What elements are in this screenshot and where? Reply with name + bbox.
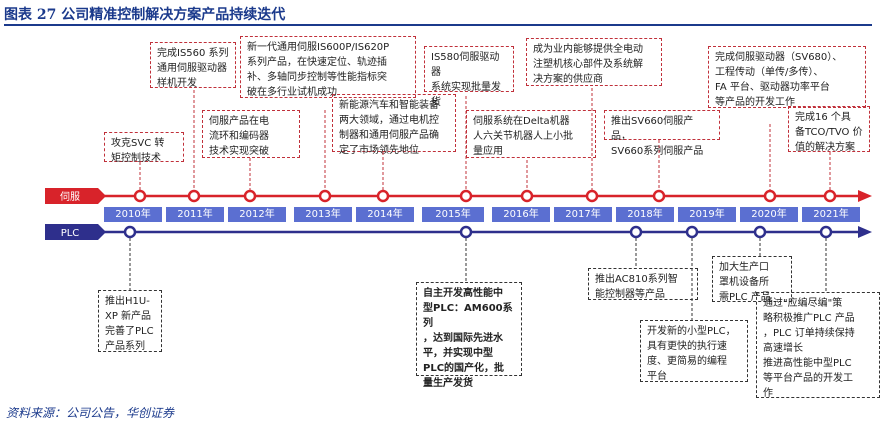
event-text: 开发新的小型PLC， 具有更快的执行速 度、更简易的编程 平台 <box>647 326 736 382</box>
page-title: 图表 27 公司精准控制解决方案产品持续迭代 <box>4 7 286 23</box>
year-label: 2021年 <box>802 207 860 222</box>
servo-row-label: 伺服 <box>60 190 80 203</box>
plc-event-2015: 自主开发高性能中 型PLC：AM600系列 ，达到国际先进水 平，并实现中型 P… <box>416 282 522 389</box>
plc-event-2010: 推出H1U- XP 新产品 完善了PLC 产品系列 <box>98 290 162 352</box>
plc-event-2018: 推出AC810系列智 能控制器等产品 <box>588 268 698 300</box>
servo-event-2014: 新能源汽车和智能装备 两大领域，通过电机控 制器和通用伺服产品确 定了市场领先地… <box>332 94 456 156</box>
plc-row-label: PLC <box>61 228 80 239</box>
servo-point-2014 <box>376 189 390 203</box>
plc-point-2019 <box>685 225 699 239</box>
event-text: IS580伺服驱动器 系统实现批量发 货 <box>431 52 501 108</box>
source-note: 资料来源：公司公告，华创证券 <box>6 406 175 420</box>
event-text: 自主开发高性能中 型PLC：AM600系列 ，达到国际先进水 平，并实现中型 P… <box>423 288 513 389</box>
year-label: 2018年 <box>616 207 674 222</box>
servo-event-2020: 完成伺服驱动器（SV680）、 工程传动（单传/多传）、 FA 平台、驱动器功率… <box>708 46 866 108</box>
servo-event-2017: 成为业内能够提供全电动 注塑机核心部件及系统解 决方案的供应商 <box>526 38 662 86</box>
plc-event-2020: 加大生产口 罩机设备所 需PLC 产品 <box>712 256 792 303</box>
event-text: 新能源汽车和智能装备 两大领域，通过电机控 制器和通用伺服产品确 定了市场领先地… <box>339 100 439 156</box>
servo-point-2017 <box>585 189 599 203</box>
servo-point-2016 <box>520 189 534 203</box>
servo-arrow-head <box>858 190 872 202</box>
plc-event-2019: 开发新的小型PLC， 具有更快的执行速 度、更简易的编程 平台 <box>640 320 748 382</box>
plc-point-2021 <box>819 225 833 239</box>
title-rule <box>4 24 872 26</box>
year-label: 2020年 <box>740 207 798 222</box>
servo-point-2018 <box>652 189 666 203</box>
servo-event-2015: IS580伺服驱动器 系统实现批量发 货 <box>424 46 514 108</box>
year-label: 2014年 <box>356 207 414 222</box>
servo-event-2016: 伺服系统在Delta机器 人六关节机器人上小批 量应用 <box>466 110 596 158</box>
plc-point-2010 <box>123 225 137 239</box>
event-text: 加大生产口 罩机设备所 需PLC 产品 <box>719 262 771 303</box>
event-text: 攻克SVC 转 矩控制技术 <box>111 138 165 164</box>
year-label: 2011年 <box>166 207 224 222</box>
servo-point-2013 <box>318 189 332 203</box>
servo-event-2010: 攻克SVC 转 矩控制技术 <box>104 132 184 164</box>
plc-point-2015 <box>459 225 473 239</box>
servo-event-2012: 伺服产品在电 流环和编码器 技术实现突破 <box>202 110 300 158</box>
servo-row-label-bg <box>45 188 106 204</box>
servo-point-2021 <box>823 189 837 203</box>
servo-event-2021: 完成16 个具 备TCO/TVO 价 值的解决方案 <box>788 106 870 153</box>
servo-point-2011 <box>187 189 201 203</box>
year-label: 2017年 <box>554 207 612 222</box>
servo-event-2018: 推出SV660伺服产品， SV660系列伺服产品 <box>604 110 720 157</box>
servo-event-2013: 新一代通用伺服IS600P/IS620P 系列产品，在快速定位、轨迹插 补、多轴… <box>240 36 416 98</box>
event-text: 成为业内能够提供全电动 注塑机核心部件及系统解 决方案的供应商 <box>533 44 643 85</box>
year-label: 2016年 <box>492 207 550 222</box>
plc-point-2020 <box>753 225 767 239</box>
event-text: 推出AC810系列智 能控制器等产品 <box>595 274 678 300</box>
event-text: 推出SV660伺服产品， SV660系列伺服产品 <box>611 116 704 157</box>
year-label: 2019年 <box>678 207 736 222</box>
year-label: 2012年 <box>228 207 286 222</box>
plc-point-2018 <box>629 225 643 239</box>
servo-point-2010 <box>133 189 147 203</box>
event-text: 完成IS560 系列 通用伺服驱动器 样机开发 <box>157 48 229 89</box>
servo-event-2011: 完成IS560 系列 通用伺服驱动器 样机开发 <box>150 42 236 89</box>
event-text: 通过"应编尽编"策 略积极推广PLC 产品 ，PLC 订单持续保持 高速增长 推… <box>763 298 855 399</box>
servo-point-2015 <box>459 189 473 203</box>
year-label: 2015年 <box>422 207 484 222</box>
servo-point-2020 <box>763 189 777 203</box>
event-text: 推出H1U- XP 新产品 完善了PLC 产品系列 <box>105 296 154 352</box>
servo-point-2012 <box>243 189 257 203</box>
year-label: 2013年 <box>294 207 352 222</box>
event-text: 完成16 个具 备TCO/TVO 价 值的解决方案 <box>795 112 863 153</box>
year-label: 2010年 <box>104 207 162 222</box>
plc-row-label-bg <box>45 224 106 240</box>
plc-event-2021: 通过"应编尽编"策 略积极推广PLC 产品 ，PLC 订单持续保持 高速增长 推… <box>756 292 880 399</box>
plc-arrow-head <box>858 226 872 238</box>
event-text: 完成伺服驱动器（SV680）、 工程传动（单传/多传）、 FA 平台、驱动器功率… <box>715 52 843 108</box>
event-text: 新一代通用伺服IS600P/IS620P 系列产品，在快速定位、轨迹插 补、多轴… <box>247 42 390 98</box>
event-text: 伺服系统在Delta机器 人六关节机器人上小批 量应用 <box>473 116 573 157</box>
event-text: 伺服产品在电 流环和编码器 技术实现突破 <box>209 116 269 157</box>
